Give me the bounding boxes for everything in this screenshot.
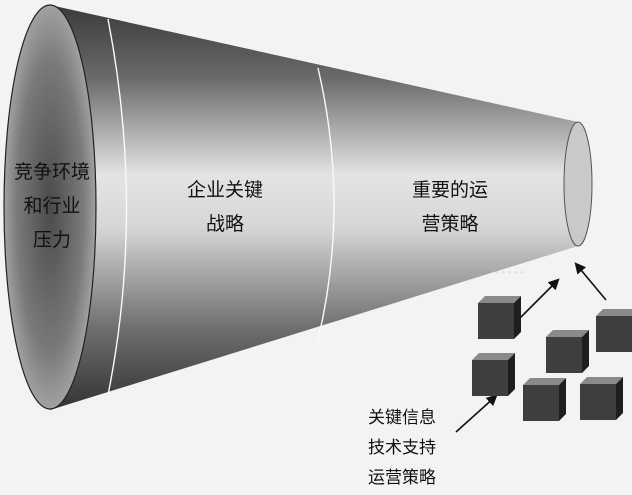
- segment-2-line-2: 战略: [205, 213, 244, 235]
- segment-label-competition: 竞争环境 和行业 压力: [0, 155, 104, 257]
- cube-2: [596, 309, 632, 352]
- caption-line-2: 技术支持: [368, 438, 436, 458]
- arrow-2: [574, 262, 607, 301]
- arrow-1: [515, 278, 560, 323]
- arrow-3: [455, 394, 498, 433]
- segment-3-line-1: 重要的运: [411, 179, 488, 201]
- caption-line-3: 运营策略: [368, 468, 436, 488]
- funnel-divider-1: [107, 18, 128, 396]
- segment-1-line-1: 竞争环境: [13, 161, 90, 183]
- cube-6: [580, 377, 623, 420]
- segment-1-line-3: 压力: [32, 229, 71, 251]
- segment-label-strategy: 企业关键 战略: [170, 173, 280, 241]
- funnel-mouth: [3, 4, 97, 410]
- funnel-divider-2: [317, 67, 335, 341]
- cube-3: [546, 330, 589, 373]
- funnel-end-cap: [563, 121, 593, 247]
- caption-line-1: 关键信息: [368, 408, 436, 428]
- funnel-body: [50, 5, 578, 410]
- cubes-caption: 关键信息 技术支持 运营策略: [368, 403, 478, 493]
- segment-2-line-1: 企业关键: [186, 179, 263, 201]
- cube-1: [478, 296, 521, 339]
- cube-5: [523, 378, 566, 421]
- segment-3-line-2: 营策略: [421, 213, 479, 235]
- segment-label-operations: 重要的运 营策略: [395, 173, 505, 241]
- segment-1-line-2: 和行业: [23, 195, 81, 217]
- cube-4: [472, 353, 515, 396]
